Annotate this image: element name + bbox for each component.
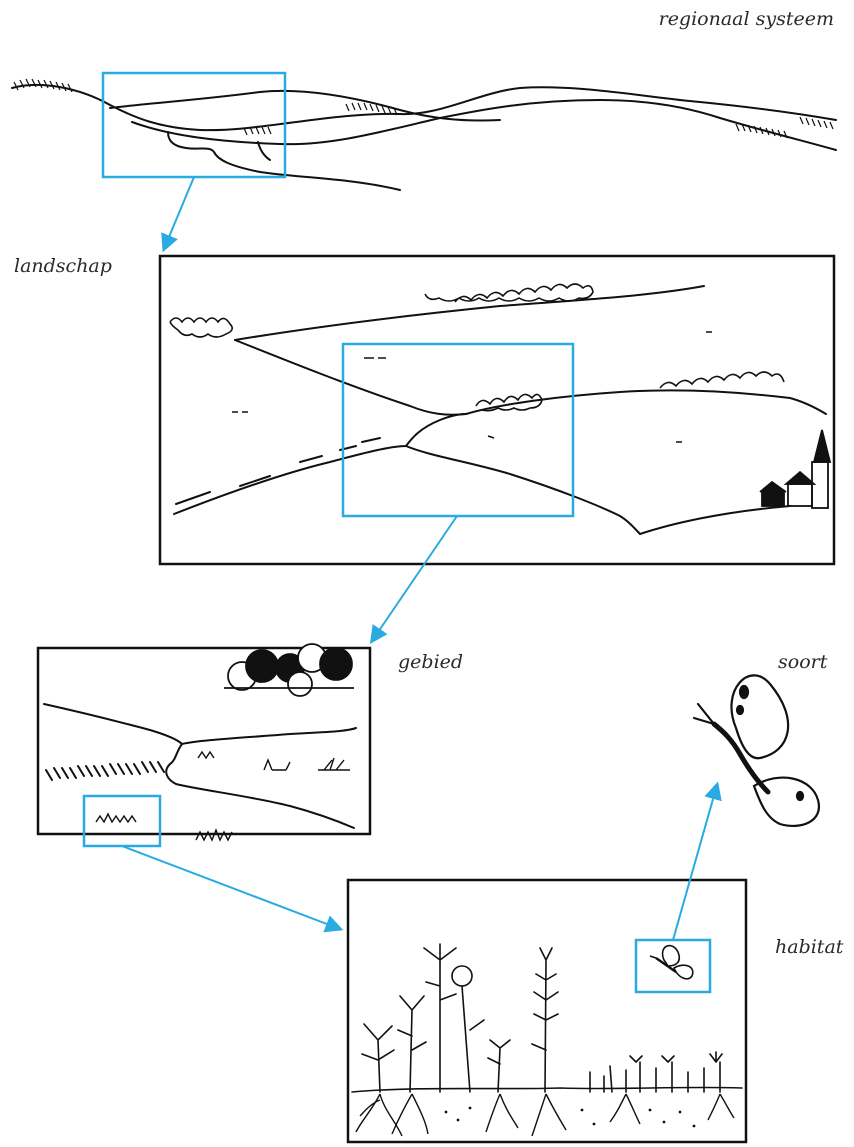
arrow-regional-to-landscape bbox=[161, 176, 195, 253]
highlight-box-landscape bbox=[341, 342, 575, 518]
landscape-tree-rows bbox=[169, 283, 785, 412]
landscape-drawing bbox=[173, 285, 827, 536]
regional-hatching bbox=[13, 78, 834, 139]
label-habitat: habitat bbox=[775, 936, 844, 958]
habitat-soil-dots bbox=[444, 1106, 696, 1128]
area-frame bbox=[36, 646, 372, 836]
highlight-box-regional bbox=[101, 71, 287, 179]
area-drawing bbox=[43, 703, 357, 829]
habitat-frame bbox=[346, 878, 748, 1144]
label-species: soort bbox=[778, 651, 828, 673]
highlight-box-area bbox=[82, 794, 162, 848]
habitat-small-butterfly-drawing bbox=[649, 944, 694, 980]
arrow-area-to-habitat bbox=[121, 845, 344, 933]
village-church-drawing bbox=[759, 429, 832, 509]
habitat-roots-drawing bbox=[355, 1093, 735, 1137]
highlight-boxes bbox=[82, 71, 712, 994]
label-regional-system: regionaal systeem bbox=[658, 8, 834, 30]
arrow-habitat-to-species bbox=[672, 781, 722, 941]
area-grass-tufts bbox=[95, 750, 350, 842]
butterfly-drawing bbox=[692, 674, 821, 828]
label-landscape: landschap bbox=[14, 255, 112, 277]
arrow-landscape-to-area bbox=[369, 515, 458, 644]
area-trees bbox=[224, 643, 354, 697]
habitat-plants-drawing bbox=[351, 943, 743, 1093]
landscape-frame bbox=[158, 254, 836, 566]
label-area: gebied bbox=[398, 651, 464, 673]
regional-hills-drawing bbox=[11, 83, 837, 191]
zoom-arrows bbox=[121, 176, 722, 941]
landscape-marks bbox=[232, 331, 712, 443]
